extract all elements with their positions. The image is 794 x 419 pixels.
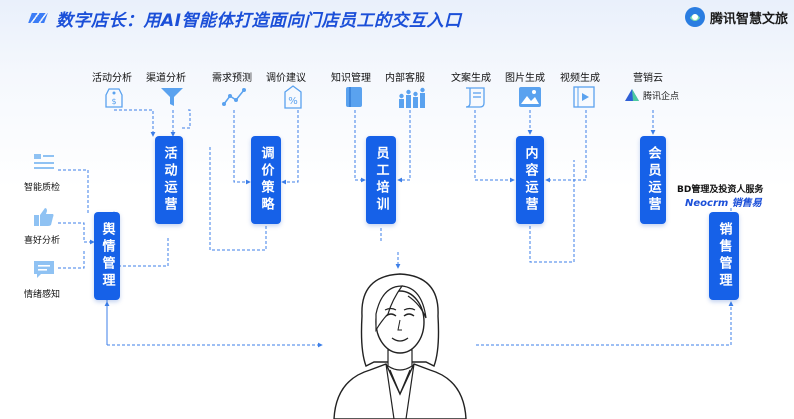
label-internal-service: 内部客服 bbox=[385, 73, 425, 84]
price-tag-icon: $ bbox=[105, 88, 123, 108]
scroll-icon bbox=[465, 87, 485, 108]
box-sales-mgmt: 销售管理 bbox=[709, 212, 739, 300]
label-video-gen: 视频生成 bbox=[560, 73, 600, 84]
tencent-qidian-text: 腾讯企点 bbox=[643, 91, 680, 102]
brand-name: 腾讯智慧文旅 bbox=[709, 11, 788, 27]
label-activity-analysis: 活动分析 bbox=[92, 73, 132, 84]
label-emotion: 情绪感知 bbox=[24, 290, 61, 300]
trend-line-icon bbox=[222, 88, 246, 106]
label-preference: 喜好分析 bbox=[24, 236, 61, 246]
label-channel-analysis: 渠道分析 bbox=[146, 73, 186, 84]
label-knowledge-mgmt: 知识管理 bbox=[331, 73, 371, 84]
label-quality-check: 智能质检 bbox=[24, 183, 61, 193]
title-bar: 数字店长：用AI智能体打造面向门店员工的交互入口 bbox=[28, 4, 462, 32]
funnel-icon bbox=[161, 88, 183, 106]
person-illustration bbox=[333, 273, 467, 419]
tencent-qidian-logo bbox=[625, 89, 639, 101]
svg-text:%: % bbox=[288, 96, 298, 107]
thumbs-up-icon bbox=[34, 208, 54, 226]
chat-message-icon bbox=[34, 261, 54, 278]
people-chart-icon bbox=[399, 87, 425, 108]
page-title: 数字店长：用AI智能体打造面向门店员工的交互入口 bbox=[56, 10, 462, 31]
label-marketing-cloud: 营销云 bbox=[633, 73, 663, 84]
tencent-logo-icon bbox=[684, 7, 705, 27]
label-image-gen: 图片生成 bbox=[505, 73, 545, 84]
box-pricing-strategy: 调价策略 bbox=[251, 136, 281, 224]
neocrm-logo-text: Neocrm 销售易 bbox=[685, 198, 762, 209]
book-icon bbox=[346, 87, 362, 107]
document-lines-icon bbox=[34, 154, 54, 169]
percent-tag-icon: % bbox=[284, 85, 302, 109]
box-activity-ops: 活动运营 bbox=[155, 136, 183, 224]
label-demand-forecast: 需求预测 bbox=[212, 73, 252, 84]
box-member-ops: 会员运营 bbox=[640, 136, 666, 224]
label-copy-gen: 文案生成 bbox=[451, 73, 491, 84]
label-bd-service: BD管理及投资人服务 bbox=[677, 185, 764, 195]
label-price-suggestion: 调价建议 bbox=[266, 73, 306, 84]
box-staff-training: 员工培训 bbox=[366, 136, 396, 224]
box-opinion-mgmt: 舆情管理 bbox=[94, 212, 120, 300]
brand: 腾讯智慧文旅 bbox=[684, 6, 788, 28]
video-icon bbox=[573, 86, 595, 108]
svg-text:$: $ bbox=[111, 97, 116, 106]
image-icon bbox=[519, 87, 541, 107]
tencent-qidian-badge: 腾讯企点 bbox=[624, 88, 679, 102]
box-content-ops: 内容运营 bbox=[516, 136, 544, 224]
